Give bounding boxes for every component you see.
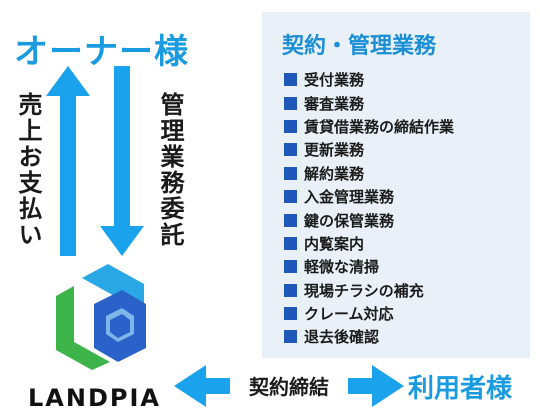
task-label: 賃貸借業務の締結作業 (304, 117, 455, 136)
task-item: 軽微な清掃 (284, 255, 454, 278)
square-bullet-icon (284, 73, 297, 87)
task-item: 入金管理業務 (284, 185, 454, 208)
square-bullet-icon (284, 330, 297, 344)
task-list: 受付業務 審査業務 賃貸借業務の締結作業 更新業務 解約業務 入金管理業務 鍵の… (284, 68, 454, 349)
task-label: 審査業務 (304, 94, 365, 113)
payment-label: 売上お支払い (14, 92, 42, 248)
task-item: 内覧案内 (284, 232, 454, 255)
user-title: 利用者様 (408, 374, 513, 404)
square-bullet-icon (284, 143, 297, 157)
down-arrow (100, 66, 144, 256)
task-item: クレーム対応 (284, 302, 454, 325)
task-item: 現場チラシの補充 (284, 279, 454, 302)
square-bullet-icon (284, 213, 297, 227)
task-label: 入金管理業務 (304, 188, 395, 207)
task-label: 鍵の保管業務 (304, 211, 395, 230)
owner-title: オーナー様 (14, 32, 189, 72)
task-label: 解約業務 (304, 164, 365, 183)
square-bullet-icon (284, 260, 297, 274)
square-bullet-icon (284, 190, 297, 204)
task-item: 賃貸借業務の締結作業 (284, 115, 454, 138)
task-item: 受付業務 (284, 68, 454, 91)
task-item: 鍵の保管業務 (284, 208, 454, 231)
brand-name: LANDPIA (28, 384, 161, 412)
task-item: 審査業務 (284, 91, 454, 114)
task-label: クレーム対応 (304, 305, 394, 324)
landpia-logo (56, 264, 146, 370)
square-bullet-icon (284, 307, 297, 321)
square-bullet-icon (284, 166, 297, 180)
square-bullet-icon (284, 283, 297, 297)
services-panel: 契約・管理業務 受付業務 審査業務 賃貸借業務の締結作業 更新業務 解約業務 入… (262, 12, 530, 358)
task-item: 更新業務 (284, 138, 454, 161)
square-bullet-icon (284, 119, 297, 133)
up-arrow (46, 66, 90, 256)
square-bullet-icon (284, 236, 297, 250)
task-label: 軽微な清掃 (304, 258, 380, 277)
panel-title: 契約・管理業務 (282, 34, 437, 59)
task-label: 受付業務 (304, 71, 365, 90)
contract-label: 契約締結 (230, 373, 348, 401)
task-label: 内覧案内 (304, 234, 365, 253)
square-bullet-icon (284, 96, 297, 110)
task-label: 更新業務 (304, 141, 365, 160)
management-label: 管理業務委託 (156, 92, 184, 248)
task-label: 現場チラシの補充 (304, 281, 424, 300)
task-item: 退去後確認 (284, 325, 454, 348)
task-item: 解約業務 (284, 162, 454, 185)
task-label: 退去後確認 (304, 328, 380, 347)
